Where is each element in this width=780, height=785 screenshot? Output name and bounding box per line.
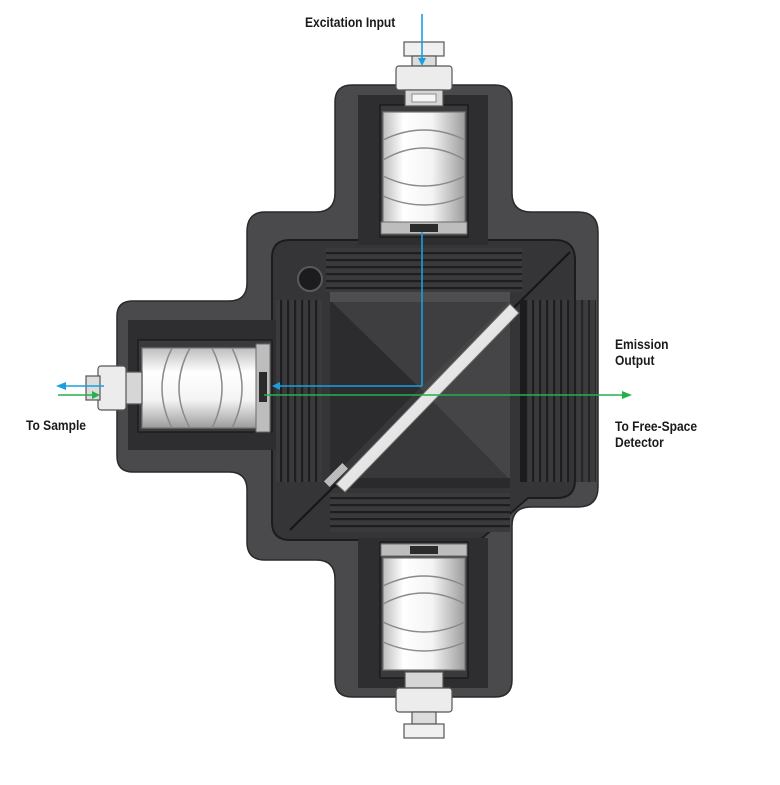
label-emission-output-line1: Emission <box>615 336 669 352</box>
right-port-opening <box>520 300 526 482</box>
left-lens-assembly <box>141 343 271 433</box>
thread-right-outer <box>574 300 596 482</box>
label-excitation-input: Excitation Input <box>305 14 396 30</box>
inner-ring-top <box>330 292 510 302</box>
label-to-sample: To Sample <box>26 417 86 433</box>
bottom-lens-assembly <box>380 543 468 671</box>
excitation-beam-path <box>56 14 426 390</box>
label-to-detector-line1: To Free-Space <box>615 418 698 434</box>
thread-bottom <box>330 492 510 532</box>
bottom-fiber-connector <box>395 671 453 739</box>
label-to-detector-line2: Detector <box>615 434 664 450</box>
bore-face-top <box>330 300 510 388</box>
label-emission-output-line2: Output <box>615 352 655 368</box>
thread-top-band <box>326 248 522 292</box>
thread-right <box>526 300 570 482</box>
retaining-screw <box>297 266 323 292</box>
thread-left <box>276 300 322 482</box>
bore-face-left <box>330 300 420 480</box>
dichroic-mirror <box>323 303 520 493</box>
emission-beam-path <box>58 391 632 399</box>
top-lens-assembly <box>380 111 468 235</box>
left-fiber-connector <box>85 365 143 411</box>
inner-ring-bottom <box>330 478 510 488</box>
